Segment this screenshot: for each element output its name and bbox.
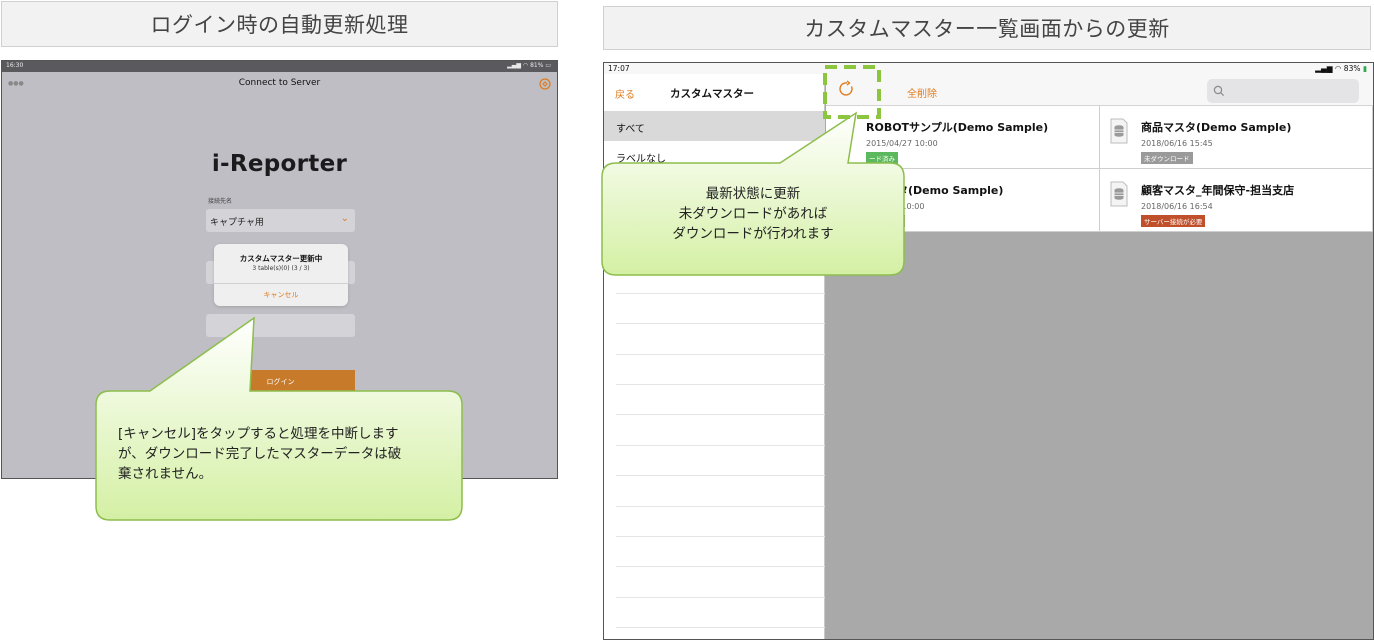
nav-title: Connect to Server	[238, 78, 321, 88]
password-field[interactable]	[206, 314, 355, 337]
status-battery: 83%	[1343, 64, 1361, 73]
left-callout-text: [キャンセル]をタップすると処理を中断します が、ダウンロード完了したマスターデ…	[118, 424, 458, 484]
database-file-icon	[1110, 181, 1128, 207]
dialog-divider	[214, 283, 348, 284]
chevron-down-icon: ⌄	[340, 213, 349, 224]
list-divider	[616, 475, 825, 476]
master-date: 2018/06/16 16:54	[1141, 202, 1213, 211]
left-section-header: ログイン時の自動更新処理	[1, 1, 558, 47]
sidebar-title: カスタムマスター	[670, 88, 754, 100]
callout-line: [キャンセル]をタップすると処理を中断します	[118, 426, 399, 442]
sidebar-item-all[interactable]: すべて	[604, 111, 825, 141]
search-icon	[1213, 85, 1225, 97]
sidebar: 戻る カスタムマスター すべて ラベルなし	[604, 74, 825, 639]
callout-line: ダウンロードが行われます	[672, 226, 834, 242]
status-time: 16:30	[6, 62, 24, 69]
refresh-icon[interactable]	[838, 80, 856, 98]
left-section-header-text: ログイン時の自動更新処理	[150, 13, 409, 37]
back-button[interactable]: 戻る	[615, 90, 635, 101]
sidebar-item-unlabeled[interactable]: ラベルなし	[616, 154, 666, 165]
status-badge: ード済み	[866, 152, 898, 164]
status-bar: 16:30 ▂▄▆ ◠ 81% ▭	[2, 61, 557, 72]
master-item[interactable]: 商品マスタ(Demo Sample) 2018/06/16 15:45 未ダウン…	[1100, 106, 1373, 169]
list-divider	[616, 384, 825, 385]
status-badge: サーバー接続が必要	[1141, 215, 1206, 227]
master-name: スタ(Demo Sample)	[886, 184, 1004, 197]
app-logo: i-Reporter	[211, 151, 348, 177]
list-divider	[616, 597, 825, 598]
right-section-header: カスタムマスター一覧画面からの更新	[603, 6, 1371, 50]
custom-master-screen: 17:07 ▂▄▆ ◠ 83% ▮ 戻る カスタムマスター すべて ラベルなし …	[603, 62, 1374, 640]
dialog-title: カスタムマスター更新中	[239, 254, 323, 263]
status-badge: 未ダウンロード	[1141, 152, 1193, 164]
status-battery: 81%	[530, 62, 544, 69]
list-divider	[616, 354, 825, 355]
connection-label: 接続先名	[208, 198, 233, 205]
callout-line: 最新状態に更新	[705, 186, 801, 202]
settings-icon[interactable]	[539, 78, 551, 90]
master-name: ROBOTサンプル(Demo Sample)	[866, 121, 1049, 134]
list-divider	[616, 323, 825, 324]
callout-line: 未ダウンロードがあれば	[678, 206, 828, 222]
status-bar: 17:07 ▂▄▆ ◠ 83% ▮	[604, 63, 1373, 74]
list-divider	[616, 445, 825, 446]
list-divider	[616, 293, 825, 294]
list-divider	[616, 262, 825, 263]
status-indicators: ▂▄▆ ◠ 83% ▮	[1315, 64, 1367, 73]
list-divider	[616, 414, 825, 415]
search-input[interactable]	[1207, 79, 1359, 103]
connection-value: キャプチャ用	[210, 218, 264, 228]
list-divider	[616, 171, 825, 172]
master-name: 商品マスタ(Demo Sample)	[1141, 121, 1292, 134]
connection-select[interactable]: キャプチャ用 ⌄	[206, 209, 355, 232]
master-date: 2018/06/16 15:45	[1141, 139, 1213, 148]
master-date: 2015/04/27 10:00	[866, 139, 938, 148]
list-divider	[616, 536, 825, 537]
status-indicators: ▂▄▆ ◠ 81% ▭	[507, 62, 551, 69]
update-progress-dialog: カスタムマスター更新中 3 table(s)(0) (3 / 3) キャンセル	[214, 244, 348, 306]
list-divider	[616, 627, 825, 628]
master-item[interactable]: 顧客マスタ_年間保守-担当支店 2018/06/16 16:54 サーバー接続が…	[1100, 169, 1373, 232]
more-icon[interactable]: ●●●	[8, 80, 24, 87]
callout-line: 棄されません。	[118, 466, 213, 482]
login-screen: 16:30 ▂▄▆ ◠ 81% ▭ ●●● Connect to Server …	[1, 60, 558, 479]
master-date: /13 10:00	[886, 202, 925, 211]
dialog-progress: 3 table(s)(0) (3 / 3)	[252, 265, 310, 272]
callout-line: が、ダウンロード完了したマスターデータは破	[118, 446, 402, 462]
status-time: 17:07	[608, 64, 630, 73]
cancel-button[interactable]: キャンセル	[263, 291, 299, 299]
right-callout-text: 最新状態に更新 未ダウンロードがあれば ダウンロードが行われます	[604, 184, 902, 244]
master-item[interactable]: ROBOTサンプル(Demo Sample) 2015/04/27 10:00 …	[826, 106, 1100, 169]
list-divider	[616, 566, 825, 567]
toolbar: 全削除	[826, 74, 1373, 106]
delete-all-button[interactable]: 全削除	[907, 89, 937, 100]
right-section-header-text: カスタムマスター一覧画面からの更新	[804, 17, 1170, 41]
login-button[interactable]: ログイン	[206, 370, 355, 392]
list-divider	[616, 506, 825, 507]
database-file-icon	[1110, 118, 1128, 144]
master-name: 顧客マスタ_年間保守-担当支店	[1141, 184, 1295, 197]
